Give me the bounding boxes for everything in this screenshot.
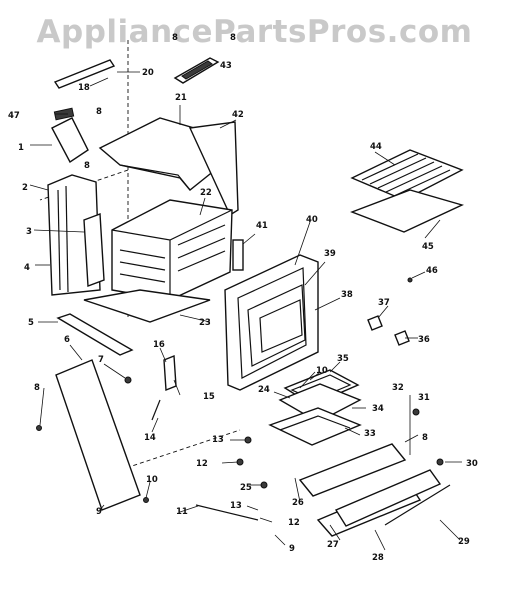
callout-3: 3 — [26, 227, 32, 237]
callout-41: 41 — [256, 221, 268, 231]
watermark: AppliancePartsPros.com — [36, 14, 473, 50]
callout-28: 28 — [372, 553, 384, 563]
part-5-strip — [56, 313, 134, 356]
part-9-front-panel — [55, 359, 141, 511]
callout-46: 46 — [426, 266, 438, 276]
part-31-screw — [412, 408, 420, 416]
callout-2: 2 — [22, 183, 28, 193]
callout-13: 13 — [212, 435, 224, 445]
callout-43: 43 — [220, 61, 232, 71]
callout-25: 25 — [240, 483, 252, 493]
leader-lines — [29, 71, 462, 551]
callout-8: 8 — [230, 33, 236, 43]
callout-33: 33 — [364, 429, 376, 439]
callout-8: 8 — [84, 161, 90, 171]
callout-47: 47 — [8, 111, 20, 121]
callout-40: 40 — [306, 215, 318, 225]
callout-14: 14 — [144, 433, 156, 443]
callout-8: 8 — [34, 383, 40, 393]
callout-6: 6 — [64, 335, 70, 345]
callout-37: 37 — [378, 298, 390, 308]
callout-34: 34 — [372, 404, 384, 414]
callout-27: 27 — [327, 540, 339, 550]
callout-26: 26 — [292, 498, 304, 508]
callout-29: 29 — [458, 537, 470, 547]
callout-30: 30 — [466, 459, 478, 469]
part-37-knob — [367, 315, 383, 331]
part-45-frame — [350, 189, 464, 233]
callout-24: 24 — [258, 385, 270, 395]
part-20-trim — [53, 59, 116, 89]
callout-38: 38 — [341, 290, 353, 300]
callout-13: 13 — [230, 501, 242, 511]
callout-8: 8 — [172, 33, 178, 43]
part-11-rod — [195, 504, 259, 521]
part-46-clip — [407, 277, 413, 283]
callout-4: 4 — [24, 263, 30, 273]
part-13-screw — [244, 436, 252, 444]
part-29-rod — [384, 484, 451, 526]
callout-11: 11 — [176, 507, 188, 517]
callout-12: 12 — [196, 459, 208, 469]
callout-35: 35 — [337, 354, 349, 364]
callout-12: 12 — [288, 518, 300, 528]
assembly-line-lower — [119, 429, 241, 471]
part-39-gasket — [247, 284, 306, 367]
callout-36: 36 — [418, 335, 430, 345]
callout-16: 16 — [153, 340, 165, 350]
part-1-panel — [51, 117, 89, 164]
part-38-inner — [259, 299, 303, 353]
part-8-screw — [36, 425, 42, 431]
part-7-screw — [124, 376, 132, 384]
part-44-rack — [350, 149, 464, 201]
callout-39: 39 — [324, 249, 336, 259]
callout-20: 20 — [142, 68, 154, 78]
callout-10: 10 — [316, 366, 328, 376]
callout-9: 9 — [289, 544, 295, 554]
callout-23: 23 — [199, 318, 211, 328]
callout-7: 7 — [98, 355, 104, 365]
callout-1: 1 — [18, 143, 24, 153]
part-22-oven-cavity — [111, 199, 233, 301]
callout-10: 10 — [146, 475, 158, 485]
callout-9: 9 — [96, 507, 102, 517]
callout-32: 32 — [392, 383, 404, 393]
callout-31: 31 — [418, 393, 430, 403]
callout-5: 5 — [28, 318, 34, 328]
part-10-screw — [143, 497, 149, 503]
callout-42: 42 — [232, 110, 244, 120]
part-30-screw — [436, 458, 444, 466]
part-14-link — [151, 399, 161, 421]
callout-44: 44 — [370, 142, 382, 152]
part-36-knob — [394, 330, 410, 346]
part-23-floor — [83, 289, 211, 323]
part-28-bottom-panel — [334, 469, 442, 527]
callout-8: 8 — [96, 107, 102, 117]
callout-15: 15 — [203, 392, 215, 402]
callout-21: 21 — [175, 93, 187, 103]
part-3-rail — [83, 213, 105, 287]
part-33-drawer — [268, 407, 362, 446]
callout-22: 22 — [200, 188, 212, 198]
callout-8: 8 — [422, 433, 428, 443]
part-43-handle — [173, 57, 220, 84]
callout-18: 18 — [78, 83, 90, 93]
callout-45: 45 — [422, 242, 434, 252]
part-41-panel — [232, 239, 244, 271]
part-42-backplate — [188, 121, 239, 217]
part-27-drawer-panel — [298, 443, 407, 497]
